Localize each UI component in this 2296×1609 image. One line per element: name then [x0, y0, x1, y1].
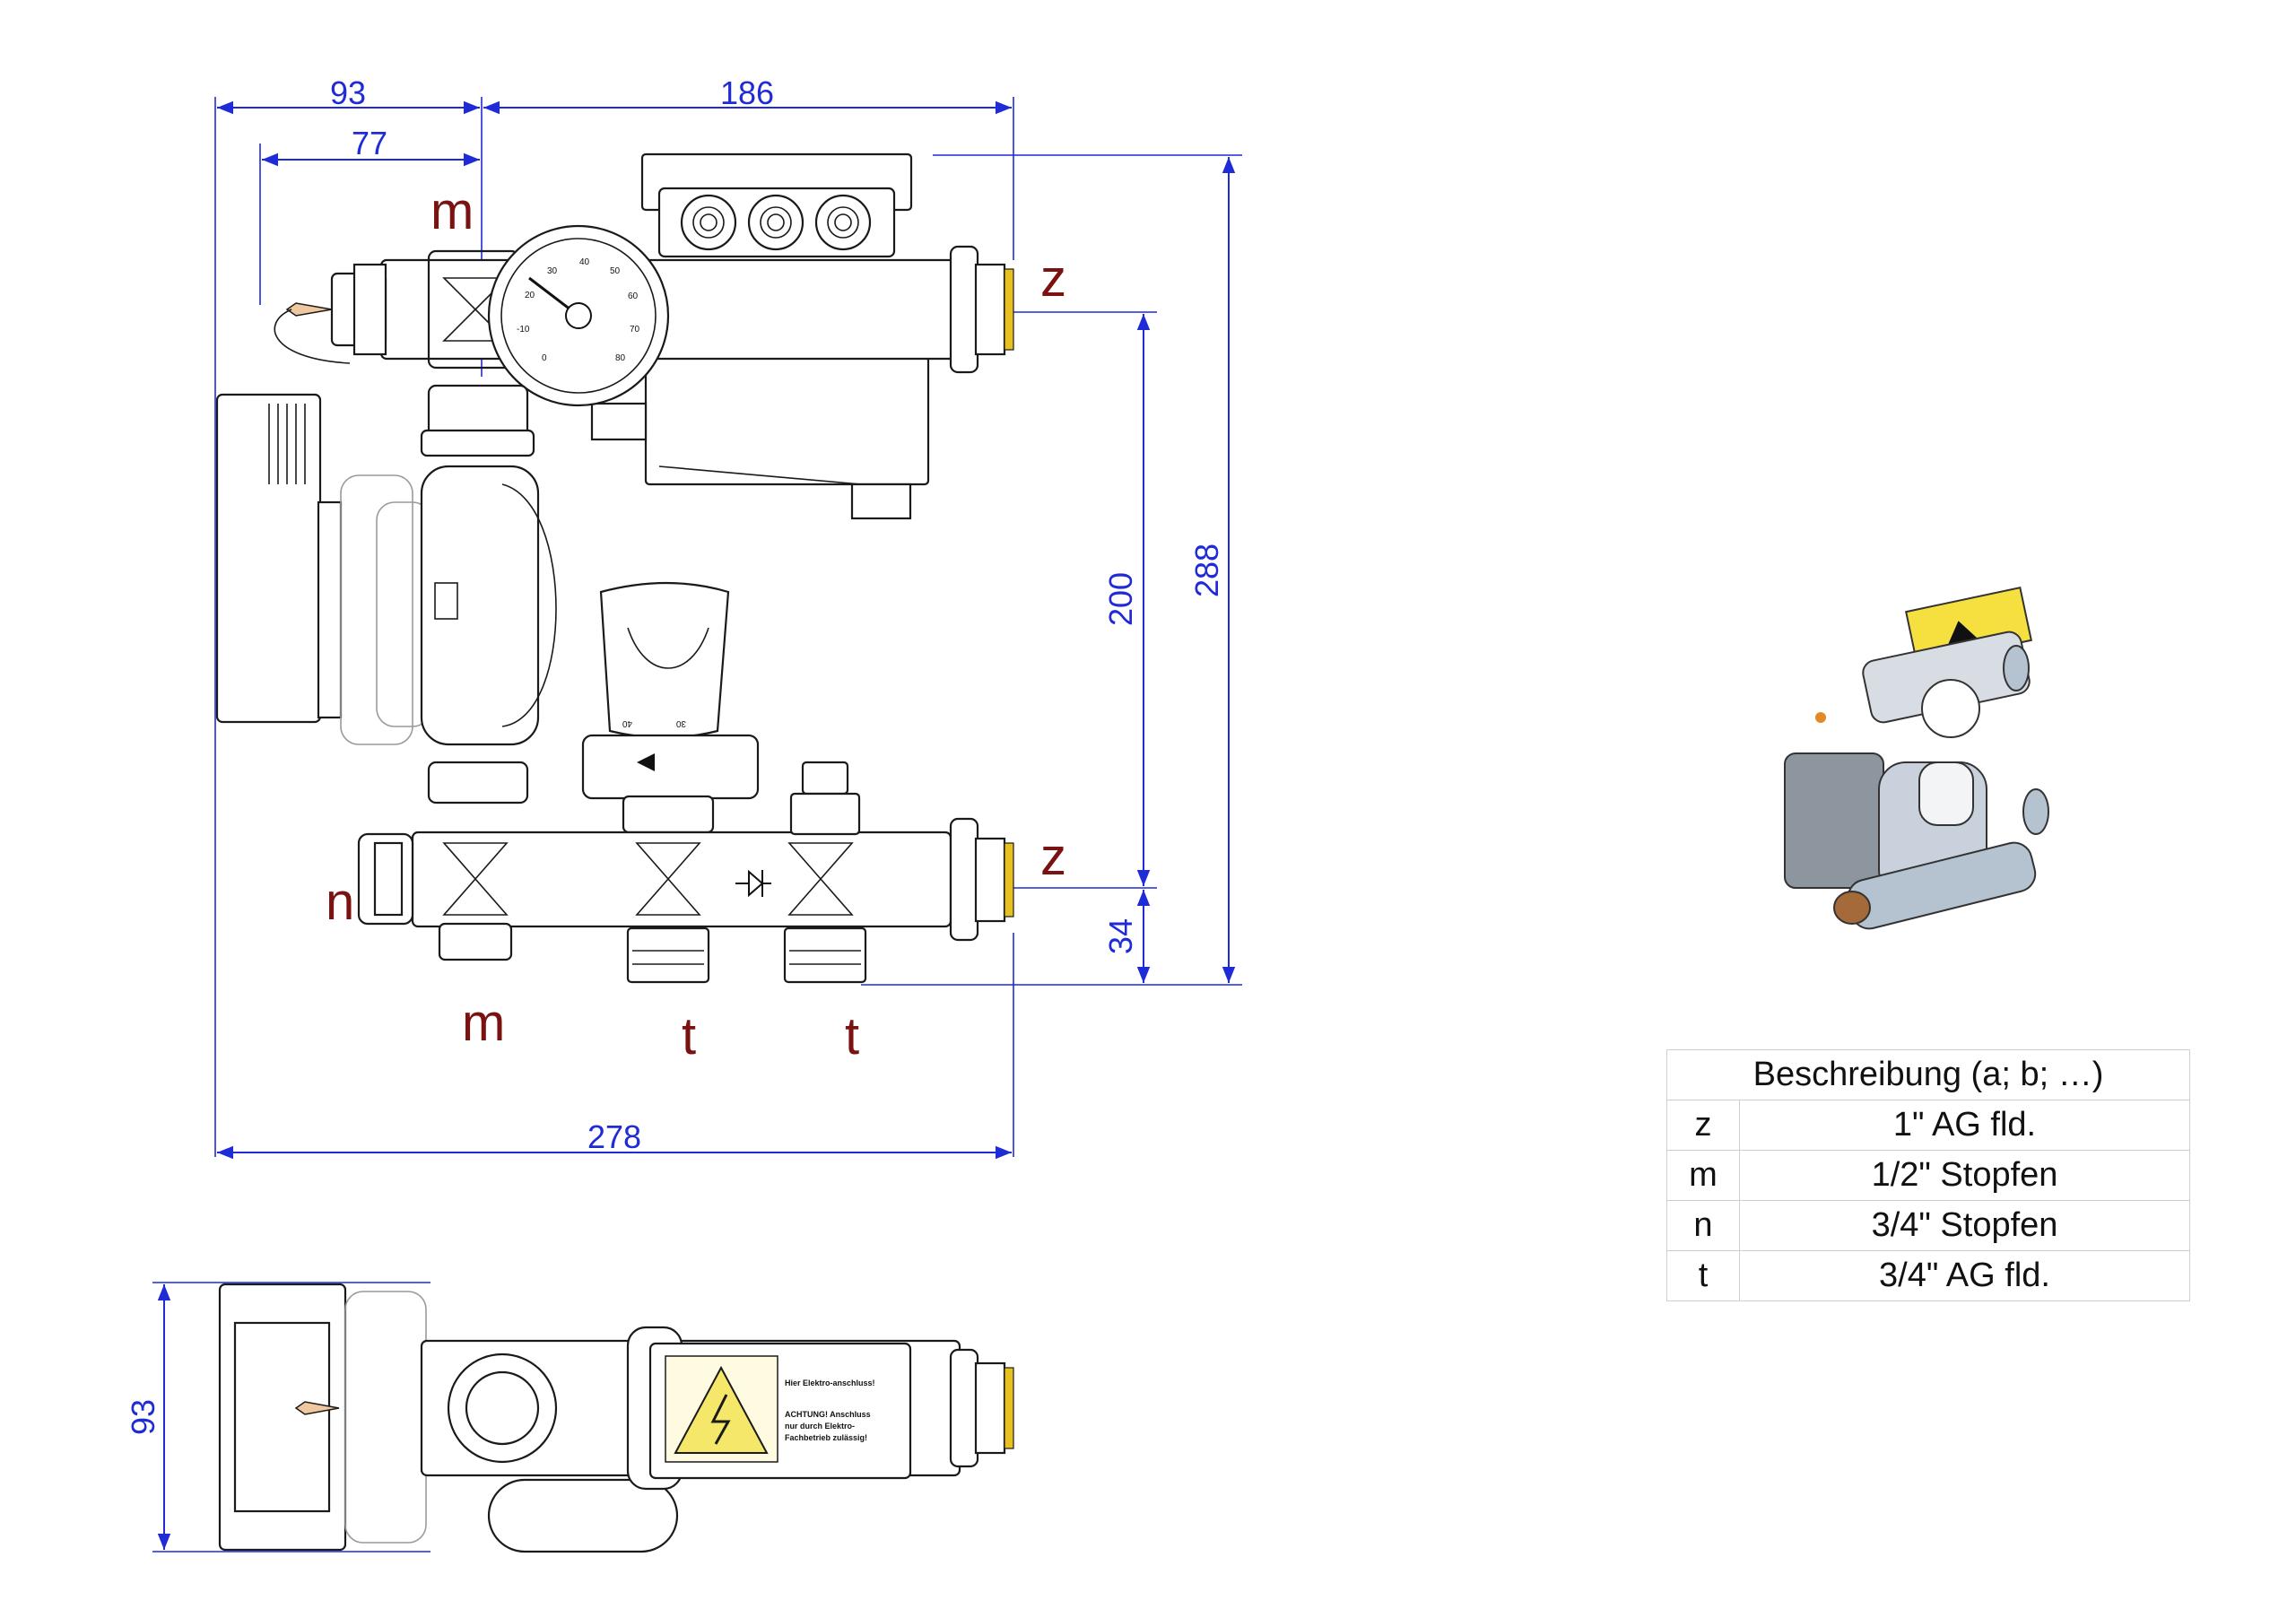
gauge-tick-0: 0	[542, 353, 547, 363]
warning-line-3: nur durch Elektro-	[785, 1422, 855, 1431]
table-key: n	[1666, 1200, 1740, 1251]
table-key: z	[1666, 1100, 1740, 1151]
gauge-tick-8: 80	[615, 353, 626, 363]
table-header-row: Beschreibung (a; b; …)	[1666, 1049, 2190, 1100]
table-row: t 3/4" AG fld.	[1666, 1250, 2190, 1301]
lower-manifold	[357, 761, 1014, 984]
warning-line-2: ACHTUNG! Anschluss	[785, 1410, 871, 1419]
callouts: m z n z m t t	[326, 182, 1066, 1065]
table-key: t	[1666, 1250, 1740, 1301]
thermostatic-head: 40 30	[581, 581, 760, 834]
gauge-tick-7: 70	[630, 325, 640, 335]
callout-m-bottom: m	[462, 994, 505, 1052]
table-row: z 1" AG fld.	[1666, 1100, 2190, 1151]
gauge-tick-4: 40	[579, 257, 590, 267]
gauge-tick-5: 50	[610, 266, 621, 276]
dim-right-upper: 200	[1102, 572, 1139, 626]
table-row: n 3/4" Stopfen	[1666, 1200, 2190, 1251]
warning-label: Hier Elektro-anschluss! ACHTUNG! Anschlu…	[648, 1342, 912, 1480]
pump-housing	[420, 384, 557, 804]
gauge-tick-6: 60	[628, 291, 639, 301]
callout-t-right: t	[845, 1007, 859, 1065]
dim-right-lower: 34	[1102, 918, 1139, 954]
callout-m-top: m	[430, 182, 474, 240]
temperature-gauge: 0 -10 20 30 40 50 60 70 80	[487, 224, 670, 407]
table-value: 3/4" Stopfen	[1739, 1200, 2190, 1251]
thermostat-tick-30: 30	[675, 718, 686, 728]
front-view: 0 -10 20 30 40 50 60 70 80	[215, 152, 1014, 984]
table-value: 3/4" AG fld.	[1739, 1250, 2190, 1301]
dimension-lines	[152, 97, 1242, 1552]
callout-n-left: n	[326, 873, 354, 931]
dim-top-left: 93	[330, 74, 366, 111]
dim-top-right: 186	[720, 74, 774, 111]
electrical-box	[590, 152, 930, 520]
callout-t-left: t	[682, 1007, 696, 1065]
warning-line-1: Hier Elektro-anschluss!	[785, 1379, 875, 1387]
description-table: Beschreibung (a; b; …) z 1" AG fld. m 1/…	[1666, 1049, 2190, 1301]
callout-z-top: z	[1040, 249, 1066, 308]
gauge-tick-1: -10	[517, 325, 530, 335]
thermostat-tick-40: 40	[622, 718, 632, 728]
dim-bottom-overall: 278	[587, 1118, 641, 1155]
table-key: m	[1666, 1150, 1740, 1201]
dim-right-overall: 288	[1188, 544, 1225, 597]
table-value: 1" AG fld.	[1739, 1100, 2190, 1151]
dimension-labels: 93 186 77 200 288 34 278 93	[125, 74, 1225, 1435]
callout-z-bottom: z	[1040, 828, 1066, 886]
table-header: Beschreibung (a; b; …)	[1666, 1049, 2190, 1100]
pump-motor	[215, 393, 431, 745]
table-value: 1/2" Stopfen	[1739, 1150, 2190, 1201]
gauge-tick-3: 30	[547, 266, 558, 276]
table-row: m 1/2" Stopfen	[1666, 1150, 2190, 1201]
product-thumbnail	[1784, 586, 2049, 930]
dim-top-inner: 77	[352, 125, 387, 161]
gauge-tick-2: 20	[525, 291, 535, 300]
warning-line-4: Fachbetrieb zulässig!	[785, 1433, 867, 1442]
dim-side-height: 93	[125, 1399, 161, 1435]
side-view: Hier Elektro-anschluss! ACHTUNG! Anschlu…	[218, 1283, 1014, 1553]
